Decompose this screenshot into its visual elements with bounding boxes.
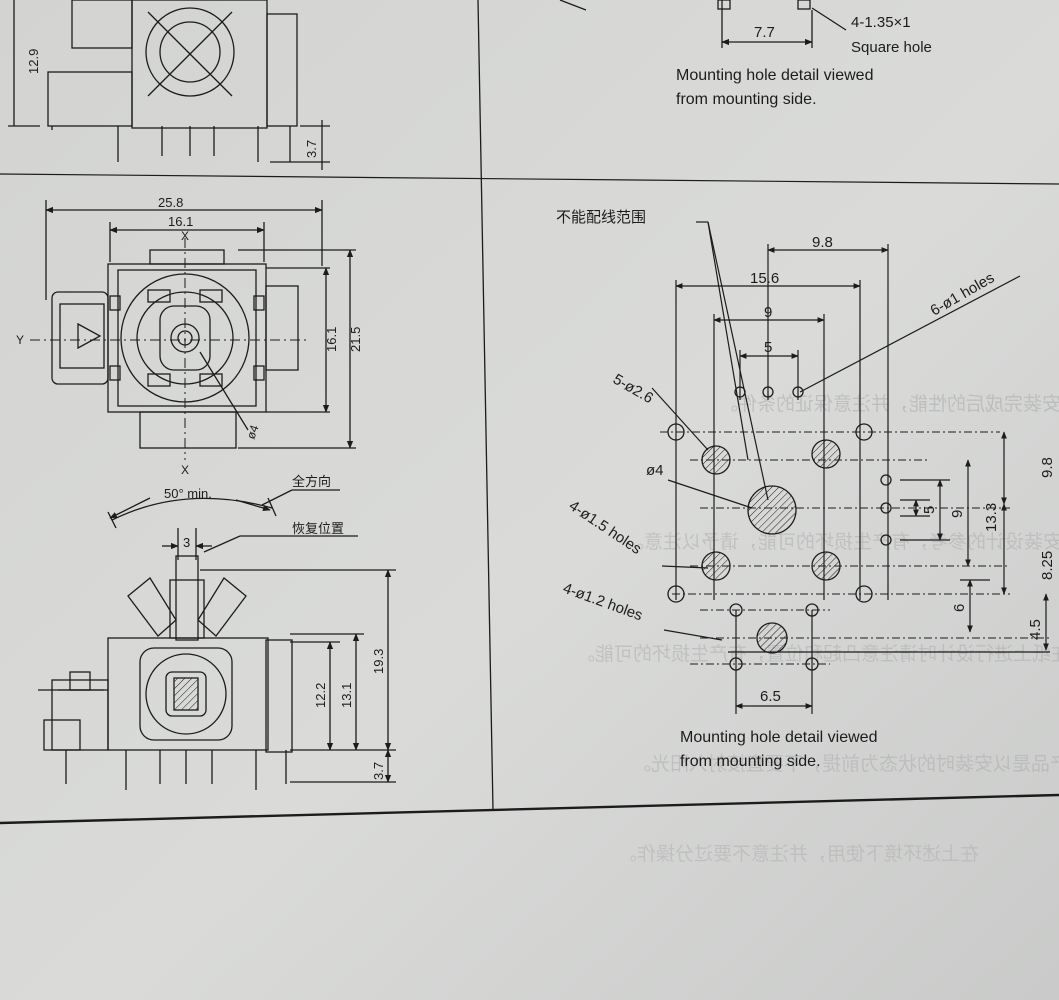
dim-12-9: 12.9 (26, 49, 41, 74)
dim-19-3: 19.3 (371, 649, 386, 674)
top-right-caption-line2: from mounting side. (676, 91, 817, 108)
dim-25-8: 25.8 (158, 195, 183, 210)
dim-7-7: 7.7 (754, 24, 775, 41)
hole-1 (880, 534, 892, 546)
label-all-direction: 全方向 (292, 474, 331, 489)
hole-1-2 (805, 657, 819, 671)
dim-15-6: 15.6 (750, 270, 779, 287)
hole-1 (762, 386, 774, 398)
hole-4 (747, 485, 797, 535)
dim-4-5: 4.5 (1027, 619, 1044, 640)
dim-9-8-top: 9.8 (812, 234, 833, 251)
hole-detail-caption-line2: from mounting side. (680, 753, 821, 770)
axis-x-top: X (181, 229, 189, 243)
bleed-line-4: 产品是以安装时的状态为前提，不要直接射入阳光。 (632, 753, 1059, 775)
square-hole-count: 4-1.35×1 (851, 14, 911, 31)
hole-1-2 (729, 603, 743, 617)
hole-1-5 (701, 551, 731, 581)
hole-1 (880, 502, 892, 514)
hole-2-6 (855, 423, 873, 441)
dim-6-5: 6.5 (760, 688, 781, 705)
side-view (38, 489, 396, 790)
top-left-side-view (8, 0, 330, 170)
label-return-position: 恢复位置 (292, 521, 344, 536)
top-right-caption-line1: Mounting hole detail viewed (676, 67, 873, 84)
hole-detail-lines (651, 221, 1050, 714)
dim-3-7-bottom: 3.7 (371, 762, 386, 780)
hole-2-6 (855, 585, 873, 603)
dim-12-2: 12.2 (313, 683, 328, 708)
top-right-square-hole (559, 0, 847, 48)
dim-9-8-right: 9.8 (1039, 457, 1056, 478)
hole-2-6 (667, 585, 685, 603)
dim-13-3: 13.3 (983, 503, 1000, 532)
angle-50-min: 50° min. (164, 486, 212, 501)
bleed-line-1: 保证安装完成后的性能，并注意保证的条件。 (719, 393, 1059, 415)
hole-1-2 (729, 657, 743, 671)
dim-3: 3 (183, 535, 190, 550)
frame (0, 0, 1059, 825)
dim-21-5: 21.5 (348, 327, 363, 352)
hole-2-6 (667, 423, 685, 441)
axis-x-bottom: X (181, 463, 189, 477)
axis-y: Y (16, 333, 24, 347)
dim-16-1-vertical: 16.1 (324, 327, 339, 352)
dim-16-1-horizontal: 16.1 (168, 214, 193, 229)
callout-phi4: ø4 (646, 462, 664, 479)
dim-9-top: 9 (764, 304, 772, 321)
dim-phi4-knob: ø4 (244, 423, 262, 441)
dim-6: 6 (951, 604, 968, 612)
bleed-line-2: 以上为安装设计的参考，有产生损坏的可能，请予以注意。 (625, 531, 1059, 553)
dim-5-top: 5 (764, 339, 772, 356)
dim-9-right: 9 (949, 510, 966, 518)
hole-1-5 (701, 445, 731, 475)
hole-1-2 (805, 603, 819, 617)
bleed-line-5: 在上述环境下使用，并注意不要过分操作。 (618, 843, 979, 865)
hole-1 (734, 386, 746, 398)
dim-5-right: 5 (921, 506, 938, 514)
hole-1-5 (811, 439, 841, 469)
bleed-through-text: 保证安装完成后的性能，并注意保证的条件。 以上为安装设计的参考，有产生损坏的可能… (576, 393, 1059, 865)
hole-2-6 (756, 622, 788, 654)
bleed-line-3: 仅在纸上进行设计时请注意凸起和位置，有产生损坏的可能。 (576, 643, 1059, 665)
hole-1 (792, 386, 804, 398)
hole-detail-holes (667, 386, 892, 671)
dim-8-25: 8.25 (1039, 551, 1056, 580)
dim-13-1: 13.1 (339, 683, 354, 708)
front-view (30, 200, 356, 460)
hole-1-5 (811, 551, 841, 581)
hole-detail-caption-line1: Mounting hole detail viewed (680, 729, 877, 746)
label-no-wiring-area: 不能配线范围 (556, 209, 646, 226)
dim-3-7-top: 3.7 (304, 140, 319, 158)
square-hole-label: Square hole (851, 39, 932, 56)
hole-1 (880, 474, 892, 486)
